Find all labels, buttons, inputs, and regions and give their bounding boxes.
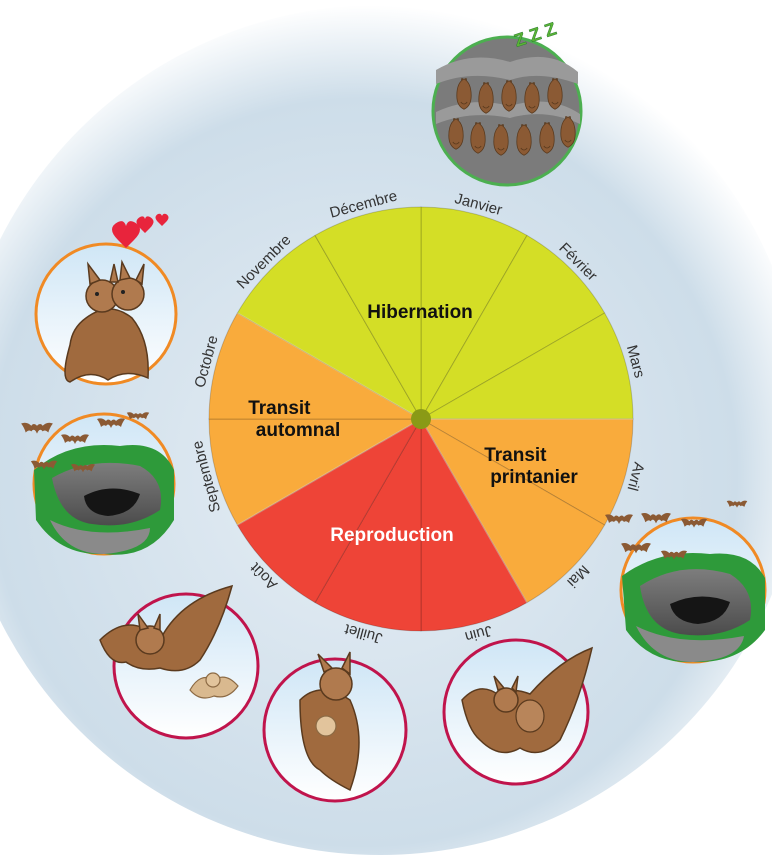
bats-leaving-cave-autumn-illustration <box>34 414 174 555</box>
bats-arriving-cave-spring-illustration <box>621 518 765 662</box>
center-dot <box>411 409 431 429</box>
hibernating-bats-illustration <box>433 37 581 185</box>
cycle-wheel <box>209 207 633 631</box>
phase-label-hibernation: Hibernation <box>367 302 473 323</box>
phase-label-reproduction: Reproduction <box>330 525 454 546</box>
courting-bats-illustration <box>36 244 176 384</box>
